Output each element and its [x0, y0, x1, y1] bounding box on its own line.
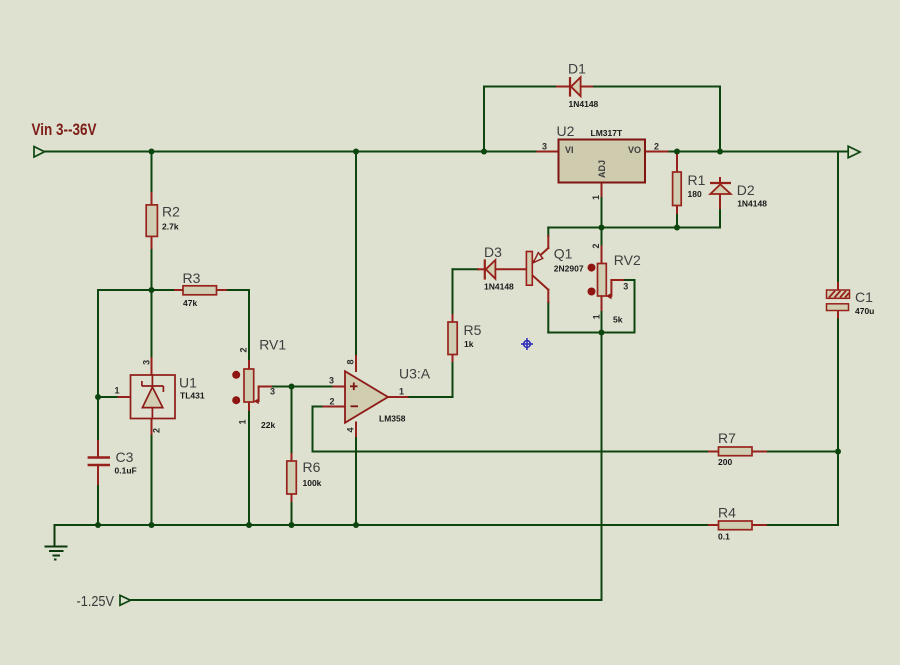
svg-text:R1: R1: [688, 172, 706, 188]
svg-text:D1: D1: [568, 61, 586, 77]
svg-text:3: 3: [542, 142, 547, 152]
svg-text:5k: 5k: [613, 315, 623, 325]
svg-text:2: 2: [654, 142, 659, 152]
svg-text:Q1: Q1: [554, 246, 573, 262]
svg-text:U3:A: U3:A: [399, 366, 431, 382]
svg-text:R6: R6: [303, 459, 321, 475]
svg-text:R5: R5: [464, 322, 482, 338]
svg-text:2: 2: [330, 397, 335, 407]
svg-text:4: 4: [346, 427, 356, 432]
svg-text:RV1: RV1: [259, 337, 286, 353]
svg-text:VO: VO: [628, 145, 641, 155]
svg-text:200: 200: [718, 457, 732, 467]
svg-text:22k: 22k: [261, 420, 275, 430]
svg-text:1: 1: [115, 386, 120, 396]
svg-text:180: 180: [688, 189, 702, 199]
svg-text:3: 3: [329, 376, 334, 386]
svg-text:VI: VI: [565, 145, 574, 155]
svg-text:3: 3: [270, 387, 275, 397]
svg-text:2N2907: 2N2907: [554, 264, 584, 274]
svg-text:2: 2: [152, 428, 162, 433]
svg-text:1N4148: 1N4148: [569, 99, 599, 109]
svg-text:1: 1: [399, 387, 404, 397]
svg-text:-1.25V: -1.25V: [77, 593, 115, 610]
svg-text:2: 2: [591, 243, 601, 248]
svg-text:100k: 100k: [303, 478, 322, 488]
svg-text:1: 1: [238, 419, 248, 424]
svg-text:RV2: RV2: [614, 252, 641, 268]
svg-text:0.1uF: 0.1uF: [115, 466, 137, 476]
svg-text:R7: R7: [718, 430, 736, 446]
svg-text:C3: C3: [116, 449, 134, 465]
svg-text:1: 1: [592, 314, 602, 319]
svg-text:LM317T: LM317T: [591, 128, 623, 138]
svg-text:1: 1: [591, 195, 601, 200]
svg-text:2.7k: 2.7k: [162, 222, 179, 232]
svg-text:C1: C1: [855, 289, 873, 305]
svg-text:47k: 47k: [183, 298, 197, 308]
svg-text:U1: U1: [179, 375, 197, 391]
svg-text:3: 3: [623, 282, 628, 292]
svg-text:U2: U2: [557, 123, 575, 139]
svg-text:R3: R3: [183, 270, 201, 286]
svg-text:LM358: LM358: [379, 414, 406, 424]
svg-text:1N4148: 1N4148: [737, 199, 767, 209]
svg-text:0.1: 0.1: [718, 532, 730, 542]
svg-text:8: 8: [346, 359, 356, 364]
svg-text:TL431: TL431: [180, 391, 205, 401]
svg-text:ADJ: ADJ: [597, 160, 607, 178]
svg-text:R2: R2: [162, 204, 180, 220]
svg-text:1N4148: 1N4148: [484, 282, 514, 292]
svg-text:D3: D3: [484, 244, 502, 260]
svg-text:3: 3: [142, 360, 152, 365]
svg-text:1k: 1k: [464, 339, 474, 349]
svg-text:D2: D2: [737, 182, 755, 198]
svg-text:R4: R4: [718, 505, 736, 521]
svg-text:470u: 470u: [855, 306, 874, 316]
svg-text:Vin 3--36V: Vin 3--36V: [32, 121, 97, 139]
svg-text:2: 2: [239, 347, 249, 352]
